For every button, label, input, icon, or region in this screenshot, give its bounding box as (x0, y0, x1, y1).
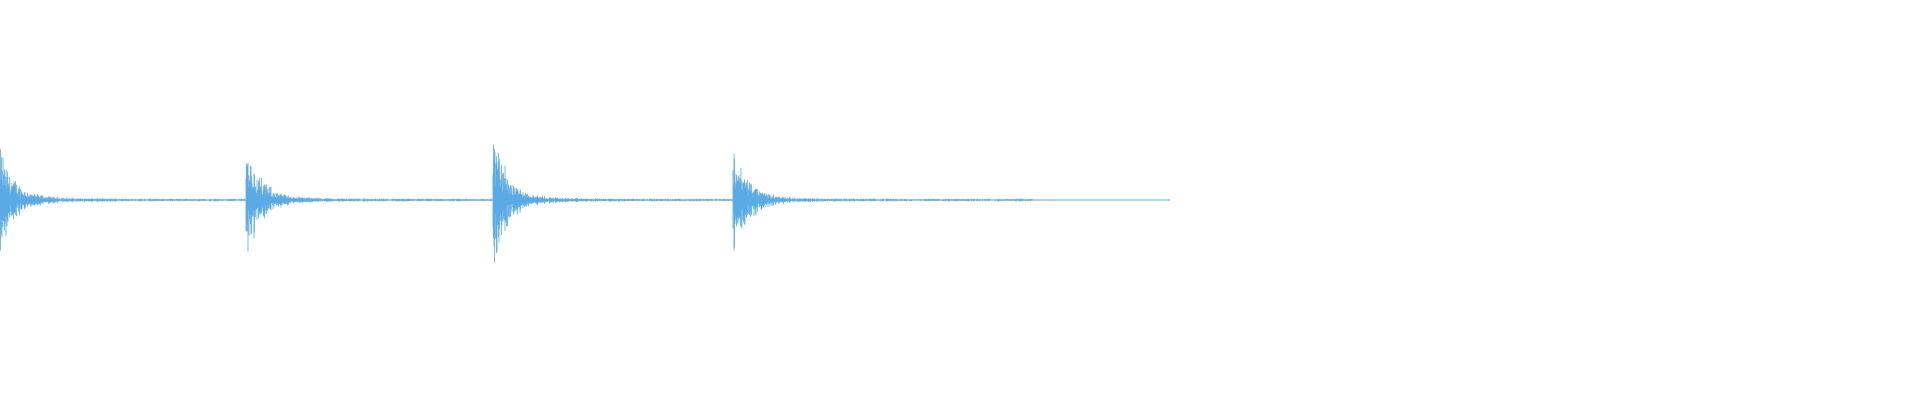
waveform-hit-path (245, 162, 492, 252)
waveform-hit-path (0, 149, 246, 251)
waveform-hit-path (732, 153, 1112, 251)
waveform-hit-path (492, 144, 739, 263)
waveform-hit-1 (0, 149, 246, 251)
waveform-hit-2 (245, 162, 492, 252)
waveform-hit-4 (732, 153, 1112, 251)
waveform-hit-3 (492, 144, 739, 263)
waveform-hits (0, 144, 1112, 263)
